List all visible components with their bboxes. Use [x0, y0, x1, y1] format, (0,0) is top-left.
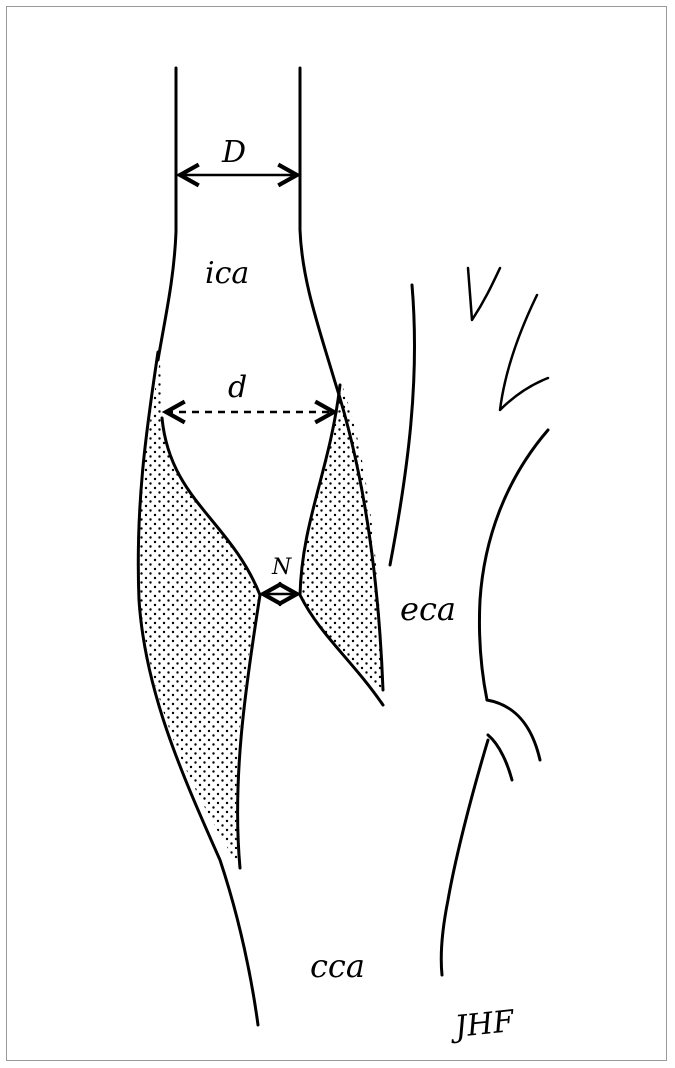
eca-left-wall [390, 285, 415, 565]
plaque-left [139, 360, 260, 865]
label-signature: JHF [447, 1004, 516, 1046]
label-ica: ica [205, 256, 249, 291]
label-cca: cca [310, 947, 365, 985]
label-d: d [228, 370, 247, 405]
eca-right-wall [479, 430, 548, 700]
eca-small-branch-bottom [488, 735, 512, 780]
label-eca: eca [400, 590, 456, 628]
eca-branch-middle [500, 295, 548, 410]
label-N: N [271, 555, 292, 580]
eca-small-branch-top [487, 700, 540, 760]
cca-right-wall [441, 740, 488, 975]
label-D: D [221, 135, 246, 170]
ica-left-wall [158, 68, 176, 360]
eca-branch-upper [468, 268, 500, 320]
